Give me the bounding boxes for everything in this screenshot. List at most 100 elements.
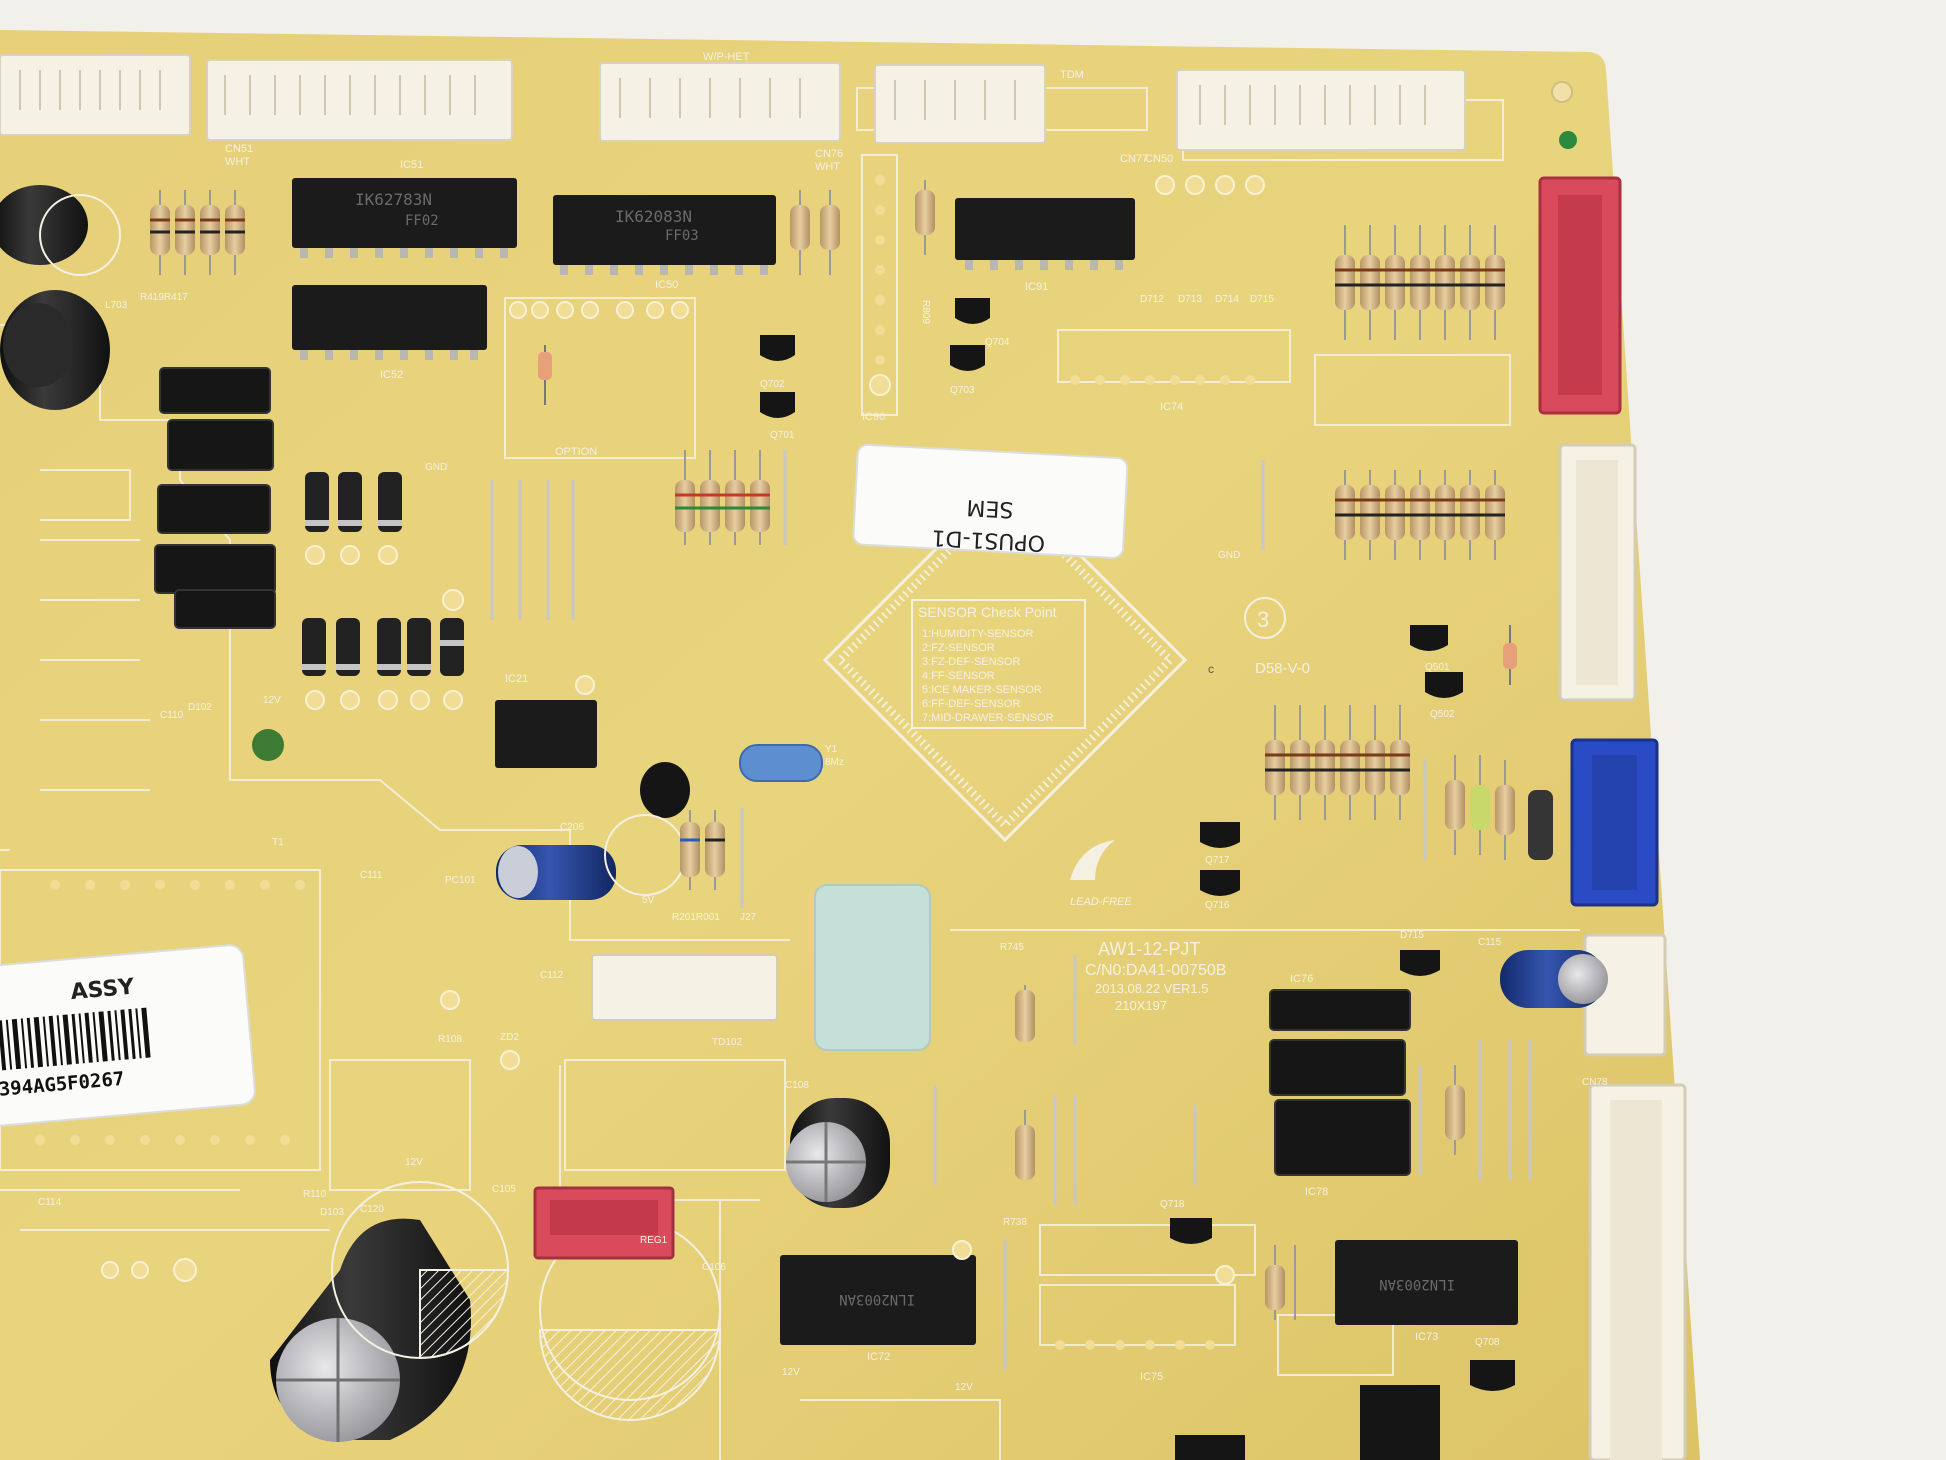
sticker-line-sem: SEM <box>966 494 1014 521</box>
sensor-item: 6:FF-DEF-SENSOR <box>922 698 1020 710</box>
label-ic74: IC74 <box>1160 401 1183 413</box>
transistors <box>640 298 1515 1460</box>
sticker-assy: ASSY 394AG5F0267 <box>0 944 256 1128</box>
connector-cn50 <box>1176 69 1466 151</box>
regulators <box>154 367 1411 1176</box>
transistor-q501 <box>1410 625 1448 651</box>
capacitor-top-left <box>0 185 88 265</box>
label-c112: C112 <box>540 970 564 981</box>
label-ic76: IC76 <box>1290 973 1313 985</box>
mcu-footprint <box>822 477 1188 843</box>
transistor-q704 <box>955 298 990 324</box>
lead-free-text: LEAD-FREE <box>1070 896 1132 908</box>
solder-pads <box>101 175 1265 1285</box>
label-l703: L703 <box>105 300 128 311</box>
label-ic21: IC21 <box>505 673 528 685</box>
diodes <box>302 345 1517 685</box>
sensor-check-box: SENSOR Check Point 1:HUMIDITY-SENSOR 2:F… <box>911 599 1086 729</box>
sticker-assy-title: ASSY <box>70 975 137 1006</box>
label-c115: C115 <box>1478 937 1502 948</box>
label-q708: Q708 <box>1475 1337 1500 1348</box>
ic50-code: FF03 <box>665 228 699 244</box>
label-r201: R201R001 <box>672 912 720 923</box>
transistor-q701 <box>760 392 795 418</box>
label-c206: C206 <box>560 822 584 833</box>
sticker-opus: SEM OPUS1-D1 <box>852 443 1129 559</box>
label-c110: C110 <box>160 710 184 721</box>
label-r809: R809 <box>920 300 931 324</box>
board-info: AW1-12-PJT C/N0:DA41-00750B 2013.08.22 V… <box>1070 597 1310 1013</box>
label-c108: C108 <box>785 1080 809 1091</box>
label-wht: WHT <box>815 161 840 173</box>
test-pad <box>1559 131 1577 149</box>
barcode <box>0 1007 151 1071</box>
connectors-right <box>1538 176 1687 1460</box>
ul-mark: c <box>1208 662 1214 676</box>
ic21-chip <box>495 700 597 768</box>
crystal-y1 <box>739 744 823 782</box>
ic73-chip <box>1335 1240 1518 1325</box>
label-r419: R419R417 <box>140 292 188 303</box>
test-pad <box>252 729 284 761</box>
label-12v: 12V <box>405 1157 423 1168</box>
label-wp-het: W/P-HET <box>703 51 750 63</box>
connector-cn51 <box>206 59 513 141</box>
label-c111: C111 <box>360 870 383 881</box>
label-cn77: CN77 <box>1120 153 1148 165</box>
circled-number-text: 3 <box>1257 607 1269 632</box>
jumper-wires <box>490 450 1532 1370</box>
inductor-bf1 <box>1528 790 1553 860</box>
transistor-q702 <box>760 335 795 361</box>
label-ic78: IC78 <box>1305 1186 1328 1198</box>
label-r108: R108 <box>438 1034 462 1045</box>
label-12v: 12V <box>955 1382 973 1393</box>
label-ic52: IC52 <box>380 369 403 381</box>
label-c120: C120 <box>360 1204 384 1215</box>
ic72-chip <box>780 1255 976 1345</box>
connector-cn006 <box>591 954 778 1021</box>
board-size: 210X197 <box>1115 998 1167 1013</box>
connector-cn77 <box>874 64 1046 144</box>
sensor-item: 2:FZ-SENSOR <box>922 642 995 654</box>
ic50-chip <box>553 195 776 265</box>
label-r110: R110 <box>303 1189 327 1200</box>
ic73-marking: ILN2003AN <box>1379 1276 1455 1292</box>
label-d103: D103 <box>320 1207 344 1218</box>
sensor-box-title: SENSOR Check Point <box>918 604 1057 620</box>
board-cutout <box>814 884 931 1051</box>
label-cn006: CN006 <box>1655 722 1683 732</box>
label-zd2: ZD2 <box>500 1032 519 1043</box>
ic52-chip <box>292 285 487 350</box>
ic91-chip <box>955 198 1135 260</box>
board-model: AW1-12-PJT <box>1098 939 1200 959</box>
label-12v: 12V <box>782 1367 800 1378</box>
label-d102: D102 <box>188 702 212 713</box>
lead-free-logo <box>1070 840 1115 880</box>
label-gnd: GND <box>425 462 447 473</box>
label-c114: C114 <box>38 1197 62 1208</box>
ic72-marking: ILN2003AN <box>839 1291 915 1307</box>
transistor-q703 <box>950 345 985 371</box>
capacitor-footprints <box>39 194 722 1421</box>
label-12v: 12V <box>263 695 281 706</box>
label-pc101: PC101 <box>445 875 476 886</box>
label-r745: R745 <box>1000 942 1024 953</box>
label-ic90: IC90 <box>862 411 885 423</box>
board-date-version: 2013.08.22 VER1.5 <box>1095 981 1208 996</box>
label-ic50: IC50 <box>655 279 678 291</box>
transistor-q717 <box>1200 822 1240 848</box>
sensor-item: 7:MID-DRAWER-SENSOR <box>922 712 1054 724</box>
ic51-chip <box>292 178 517 248</box>
label-q718: Q718 <box>1160 1199 1185 1210</box>
via-rows <box>35 175 1255 1350</box>
transistor-q716 <box>1200 870 1240 896</box>
label-cn50: CN50 <box>1145 153 1173 165</box>
label-cn78: CN78 <box>1582 1077 1608 1088</box>
label-t1: T1 <box>272 837 284 848</box>
connector <box>0 54 191 136</box>
label-d715: D715 <box>1250 294 1274 305</box>
label-d714: D714 <box>1215 294 1239 305</box>
sticker-line-opus: OPUS1-D1 <box>931 524 1046 555</box>
transistor-q708 <box>1470 1360 1515 1391</box>
